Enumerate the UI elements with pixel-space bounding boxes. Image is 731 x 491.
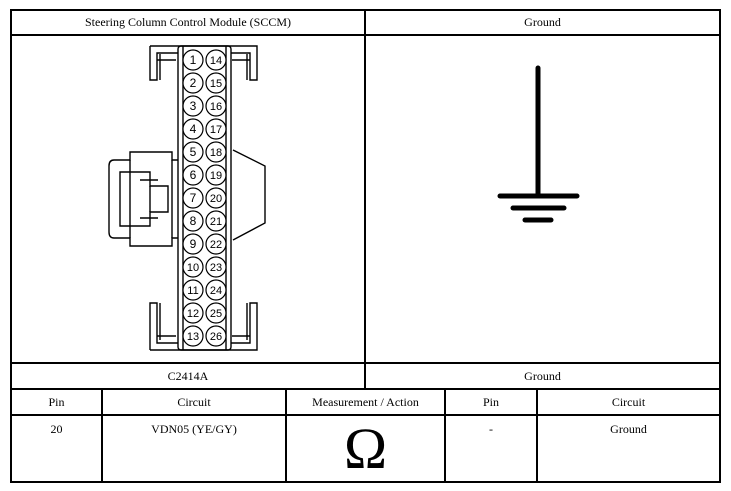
pin-4-label: 4 xyxy=(190,122,197,136)
divider-col4 xyxy=(536,388,538,483)
pin-19-circle xyxy=(205,164,227,186)
pin-4-circle xyxy=(182,118,204,140)
pin-15-label: 15 xyxy=(210,78,222,90)
left-panel-title: Steering Column Control Module (SCCM) xyxy=(84,15,291,29)
pin-10-circle xyxy=(182,256,204,278)
pin-16-label: 16 xyxy=(210,101,222,113)
pin-19-label: 19 xyxy=(210,170,222,182)
pin-24-label: 24 xyxy=(210,285,222,297)
pin-20-label: 20 xyxy=(210,193,222,205)
row-pin-1: 20 xyxy=(50,422,63,436)
header-pin-2: Pin xyxy=(482,394,499,409)
pin-18-label: 18 xyxy=(210,147,222,159)
pin-16-circle xyxy=(205,95,227,117)
pin-21-label: 21 xyxy=(210,216,222,228)
pin-11-circle xyxy=(182,279,204,301)
pin-22-label: 22 xyxy=(210,239,222,251)
locking-clip xyxy=(108,151,178,247)
pin-7-label: 7 xyxy=(190,191,197,205)
pin-group: 1234567891011121314151617181920212223242… xyxy=(182,49,227,347)
right-panel-title: Ground xyxy=(524,15,561,29)
pin-23-circle xyxy=(205,256,227,278)
pin-26-circle xyxy=(205,325,227,347)
connector-label: C2414A xyxy=(167,368,209,383)
top-latch xyxy=(149,45,258,81)
pin-10-label: 10 xyxy=(187,262,199,274)
pin-13-circle xyxy=(182,325,204,347)
pin-23-label: 23 xyxy=(210,262,222,274)
bottom-latch xyxy=(149,302,258,351)
side-tab xyxy=(232,149,266,241)
pin-20-circle xyxy=(205,187,227,209)
header-measurement: Measurement / Action xyxy=(312,394,419,409)
pin-18-circle xyxy=(205,141,227,163)
pin-9-label: 9 xyxy=(190,237,197,251)
ground-label: Ground xyxy=(524,368,561,383)
pin-1-label: 1 xyxy=(190,53,197,67)
pin-14-circle xyxy=(205,49,227,71)
ohm-symbol: Ω xyxy=(343,415,388,481)
pin-12-label: 12 xyxy=(187,308,199,320)
pin-24-circle xyxy=(205,279,227,301)
pin-15-circle xyxy=(205,72,227,94)
pin-21-circle xyxy=(205,210,227,232)
pin-11-label: 11 xyxy=(187,285,198,297)
pin-25-label: 25 xyxy=(210,308,222,320)
pin-26-label: 26 xyxy=(210,331,222,343)
divider-above-headers xyxy=(10,388,721,390)
header-circuit-1: Circuit xyxy=(177,394,211,409)
divider-below-headers xyxy=(10,414,721,416)
pin-7-circle xyxy=(182,187,204,209)
divider-col1 xyxy=(101,388,103,483)
pin-5-label: 5 xyxy=(190,145,197,159)
connector-body xyxy=(177,45,232,351)
row-circuit-2: Ground xyxy=(610,422,647,436)
pin-12-circle xyxy=(182,302,204,324)
pin-8-circle xyxy=(182,210,204,232)
pin-17-circle xyxy=(205,118,227,140)
pin-1-circle xyxy=(182,49,204,71)
divider-col3 xyxy=(444,388,446,483)
pin-3-label: 3 xyxy=(190,99,197,113)
row-pin-2: - xyxy=(489,422,493,436)
pin-9-circle xyxy=(182,233,204,255)
pin-13-label: 13 xyxy=(187,331,199,343)
header-pin-1: Pin xyxy=(48,394,65,409)
header-circuit-2: Circuit xyxy=(611,394,646,409)
divider-col2 xyxy=(285,388,287,483)
pin-3-circle xyxy=(182,95,204,117)
pin-22-circle xyxy=(205,233,227,255)
pin-14-label: 14 xyxy=(210,55,222,67)
row-circuit-1: VDN05 (YE/GY) xyxy=(151,422,237,436)
pin-6-label: 6 xyxy=(190,168,197,182)
ohm-icon: Ω xyxy=(287,416,444,481)
pin-17-label: 17 xyxy=(210,124,222,136)
pin-8-label: 8 xyxy=(190,214,197,228)
pin-2-label: 2 xyxy=(190,76,197,90)
divider-center xyxy=(364,9,366,389)
pin-25-circle xyxy=(205,302,227,324)
pin-2-circle xyxy=(182,72,204,94)
pin-5-circle xyxy=(182,141,204,163)
pin-6-circle xyxy=(182,164,204,186)
